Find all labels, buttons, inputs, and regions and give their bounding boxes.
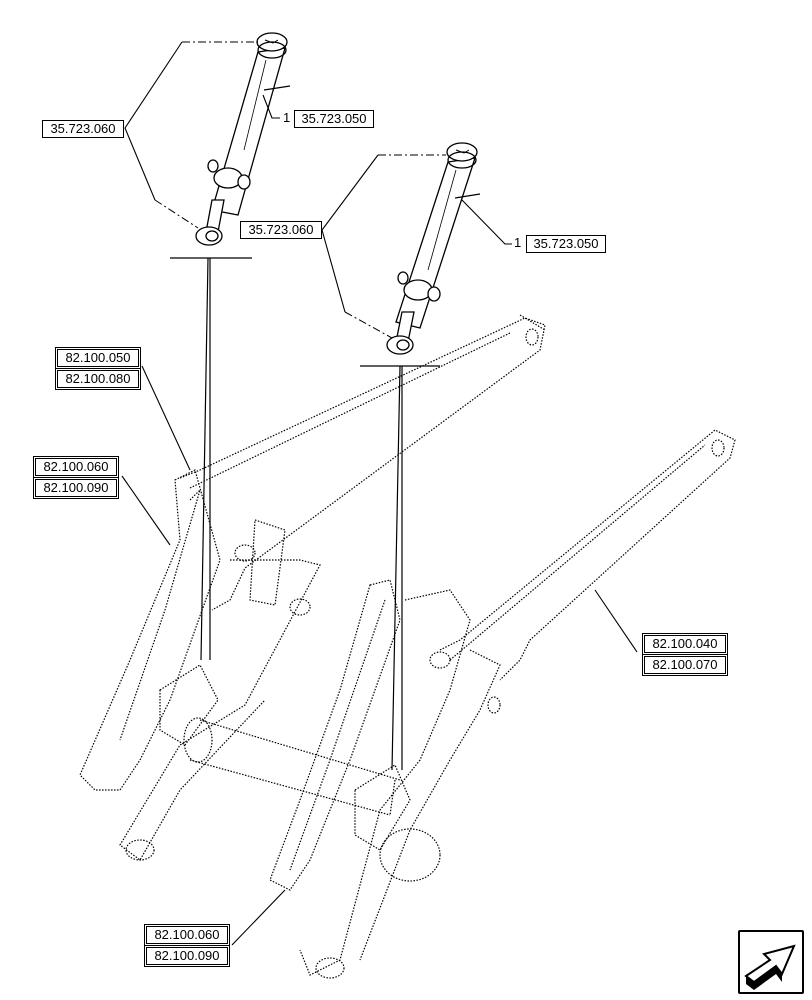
callout-left-boom-part-a[interactable]: 82.100.050	[57, 349, 139, 367]
callout-right-link-part-a[interactable]: 82.100.060	[146, 926, 228, 944]
callout-left-link-part-a[interactable]: 82.100.060	[35, 458, 117, 476]
callout-left-boom-part-b[interactable]: 82.100.080	[57, 370, 139, 388]
next-page-button[interactable]	[738, 930, 804, 994]
callout-right-boom-part-a[interactable]: 82.100.040	[644, 635, 726, 653]
callout-left-link-part-b[interactable]: 82.100.090	[35, 479, 117, 497]
callout-cylinder-left-group[interactable]: 35.723.060	[42, 120, 124, 138]
callout-cylinder-left-index: 1	[283, 110, 291, 125]
callout-cylinder-left-part[interactable]: 35.723.050	[294, 110, 374, 128]
next-page-arrow-icon	[744, 944, 796, 990]
pin-alignment-lines	[170, 257, 440, 771]
callout-right-link-part-b[interactable]: 82.100.090	[146, 947, 228, 965]
callout-right-boom-part-b[interactable]: 82.100.070	[644, 656, 726, 674]
hydraulic-cylinder-left	[154, 32, 291, 246]
callout-cylinder-right-index: 1	[514, 235, 522, 250]
callout-cylinder-right-group[interactable]: 35.723.060	[240, 221, 322, 239]
hydraulic-cylinder-right	[344, 142, 481, 355]
callout-leaders	[121, 41, 638, 946]
loader-frame-outline	[79, 314, 736, 979]
callout-cylinder-right-part[interactable]: 35.723.050	[526, 235, 606, 253]
